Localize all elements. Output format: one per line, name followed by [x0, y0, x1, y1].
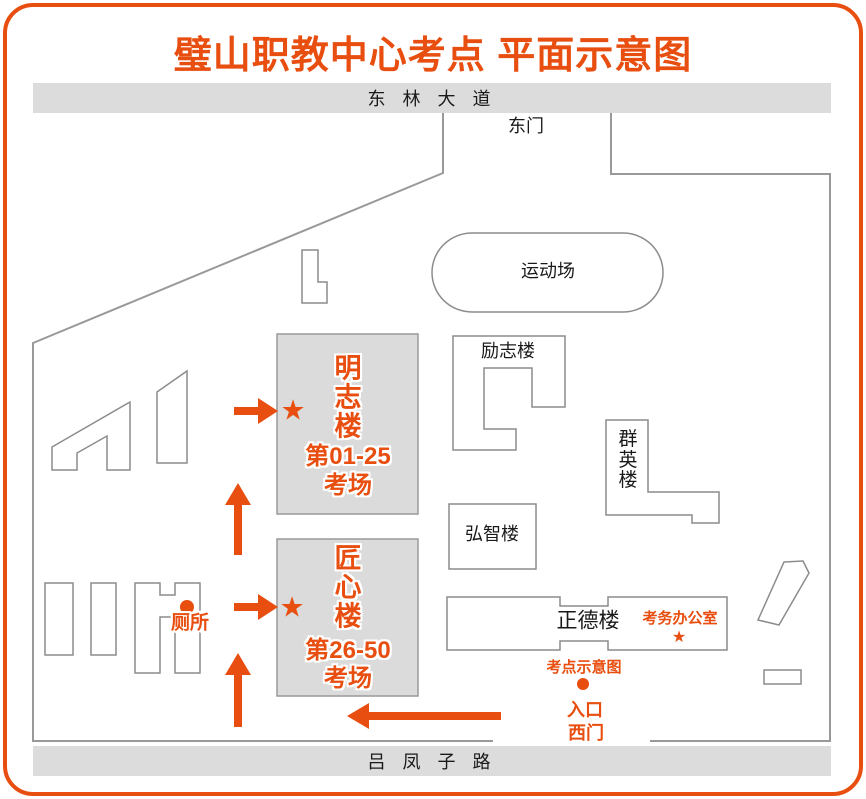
- east-building-chevron: [756, 560, 810, 626]
- lizhi-label: 励志楼: [481, 341, 535, 362]
- exam-office-label: 考务办公室: [642, 609, 718, 627]
- mingzhi-star-icon: ★: [280, 394, 306, 426]
- southwest-building-1: [44, 582, 74, 656]
- zhengde-label: 正德楼: [556, 609, 620, 633]
- west-building-slanted-1: [51, 400, 131, 471]
- jiangxin-building-shape: [276, 538, 419, 697]
- entrance-label: 入口: [567, 700, 603, 721]
- jiangxin-star-icon: ★: [279, 591, 305, 623]
- small-building-north: [301, 249, 328, 304]
- west-gate-label: 西门: [568, 723, 604, 744]
- jiangxin-name-label: 匠心楼: [334, 543, 362, 632]
- toilet-label: 厕所: [170, 612, 210, 634]
- arrow-up-from-gate-icon: [225, 653, 251, 727]
- qunying-label: 群英楼: [618, 429, 638, 492]
- zhengde-building-shape: [446, 596, 728, 651]
- page-title: 璧山职教中心考点 平面示意图: [173, 35, 693, 77]
- arrow-right-to-jiangxin-icon: [234, 594, 278, 620]
- entrance-dot-icon: [577, 678, 589, 690]
- campus-boundary-wall: [32, 113, 831, 742]
- sports-field-shape: [431, 232, 664, 313]
- road-donglin-avenue: 东 林 大 道: [33, 83, 831, 113]
- jiangxin-rooms-label: 第26-50: [305, 636, 391, 664]
- arrow-right-to-mingzhi-icon: [234, 398, 278, 424]
- hongzhi-label: 弘智楼: [465, 524, 519, 545]
- mingzhi-rooms2-label: 考场: [324, 471, 372, 499]
- toilet-dot-icon: [180, 600, 194, 614]
- east-gate-label: 东门: [508, 116, 544, 137]
- arrow-left-from-entrance-icon: [347, 703, 501, 729]
- lizhi-building-shape: [452, 335, 566, 451]
- site-marker-label: 考点示意图: [546, 658, 622, 676]
- exam-office-star-icon: ★: [671, 629, 687, 647]
- road-lvfengzi: 吕 凤 子 路: [33, 746, 831, 776]
- west-building-slanted-2: [156, 369, 188, 464]
- mingzhi-name-label: 明志楼: [334, 353, 362, 442]
- qunying-building-shape: [605, 419, 720, 524]
- mingzhi-rooms-label: 第01-25: [305, 442, 391, 470]
- arrow-up-north-icon: [225, 483, 251, 555]
- southwest-building-2: [90, 582, 117, 656]
- road-lvfengzi-label: 吕 凤 子 路: [367, 752, 497, 772]
- mingzhi-building-shape: [276, 333, 419, 515]
- sports-field-label: 运动场: [521, 261, 575, 282]
- southeast-small-building: [763, 669, 802, 685]
- road-donglin-label: 东 林 大 道: [367, 89, 497, 109]
- jiangxin-rooms2-label: 考场: [324, 664, 372, 692]
- hongzhi-building-shape: [448, 503, 537, 570]
